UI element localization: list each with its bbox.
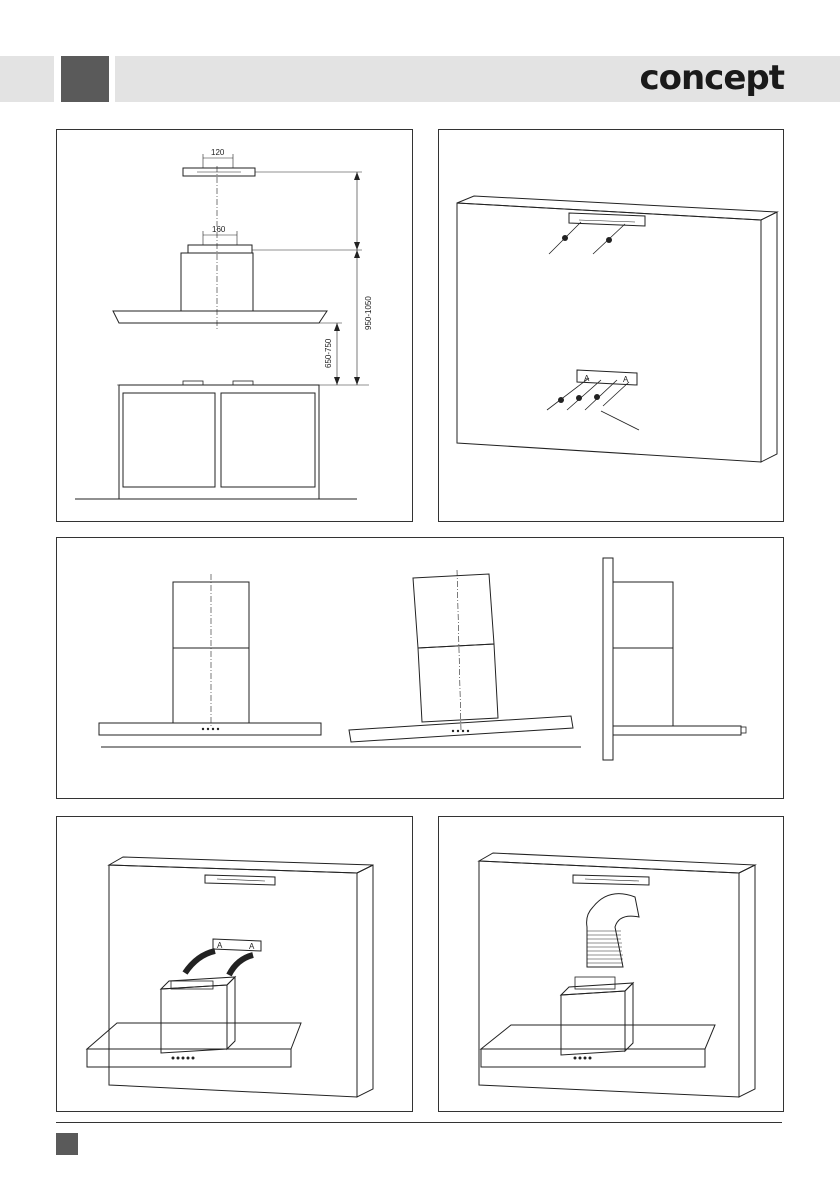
mount-hood-diagram: A A [57,817,412,1111]
header-gap [54,56,61,102]
bracket-label-left: A [584,374,590,383]
panel-level-alignment [56,537,784,799]
panel-wall-brackets: A A [438,129,784,522]
duct-connection-diagram [439,817,783,1111]
bracket-label-right-4: A [249,942,255,951]
dimension-diagram: 120 160 950-1050 650-750 [57,130,412,521]
dim-650-750-label: 650-750 [324,338,333,368]
header-square [61,56,109,102]
level-alignment-diagram [57,538,783,798]
panel-dimensions: 120 160 950-1050 650-750 [56,129,413,522]
brand-logo: concept [639,58,784,98]
dim-950-1050-label: 950-1050 [364,296,373,330]
footer-rule [56,1122,782,1123]
dim-120-label: 120 [211,148,225,157]
dim-160-label: 160 [212,225,226,234]
footer-square [56,1133,78,1155]
bracket-label-left-4: A [217,941,223,950]
panel-mount-hood: A A [56,816,413,1112]
header-gap-2 [109,56,115,102]
panel-duct-connection [438,816,784,1112]
wall-bracket-diagram: A A [439,130,783,521]
